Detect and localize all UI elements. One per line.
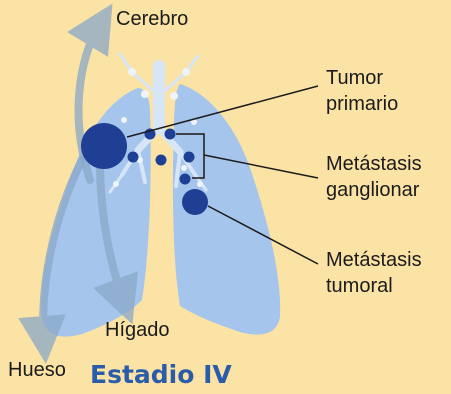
- label-tumor-metastasis-2: tumoral: [326, 274, 393, 299]
- label-nodal-metastasis-2: ganglionar: [326, 178, 419, 203]
- label-primary-tumor-1: Tumor: [326, 66, 383, 91]
- label-liver: Hígado: [105, 318, 170, 343]
- label-tumor-metastasis-1: Metástasis: [326, 248, 422, 273]
- label-brain: Cerebro: [116, 7, 188, 32]
- tumor-metastasis: [182, 189, 208, 215]
- label-primary-tumor-2: primario: [326, 92, 398, 117]
- primary-tumor: [81, 123, 127, 169]
- stage-title: Estadio IV: [90, 360, 232, 389]
- label-nodal-metastasis-1: Metástasis: [326, 152, 422, 177]
- label-bone: Hueso: [8, 358, 66, 383]
